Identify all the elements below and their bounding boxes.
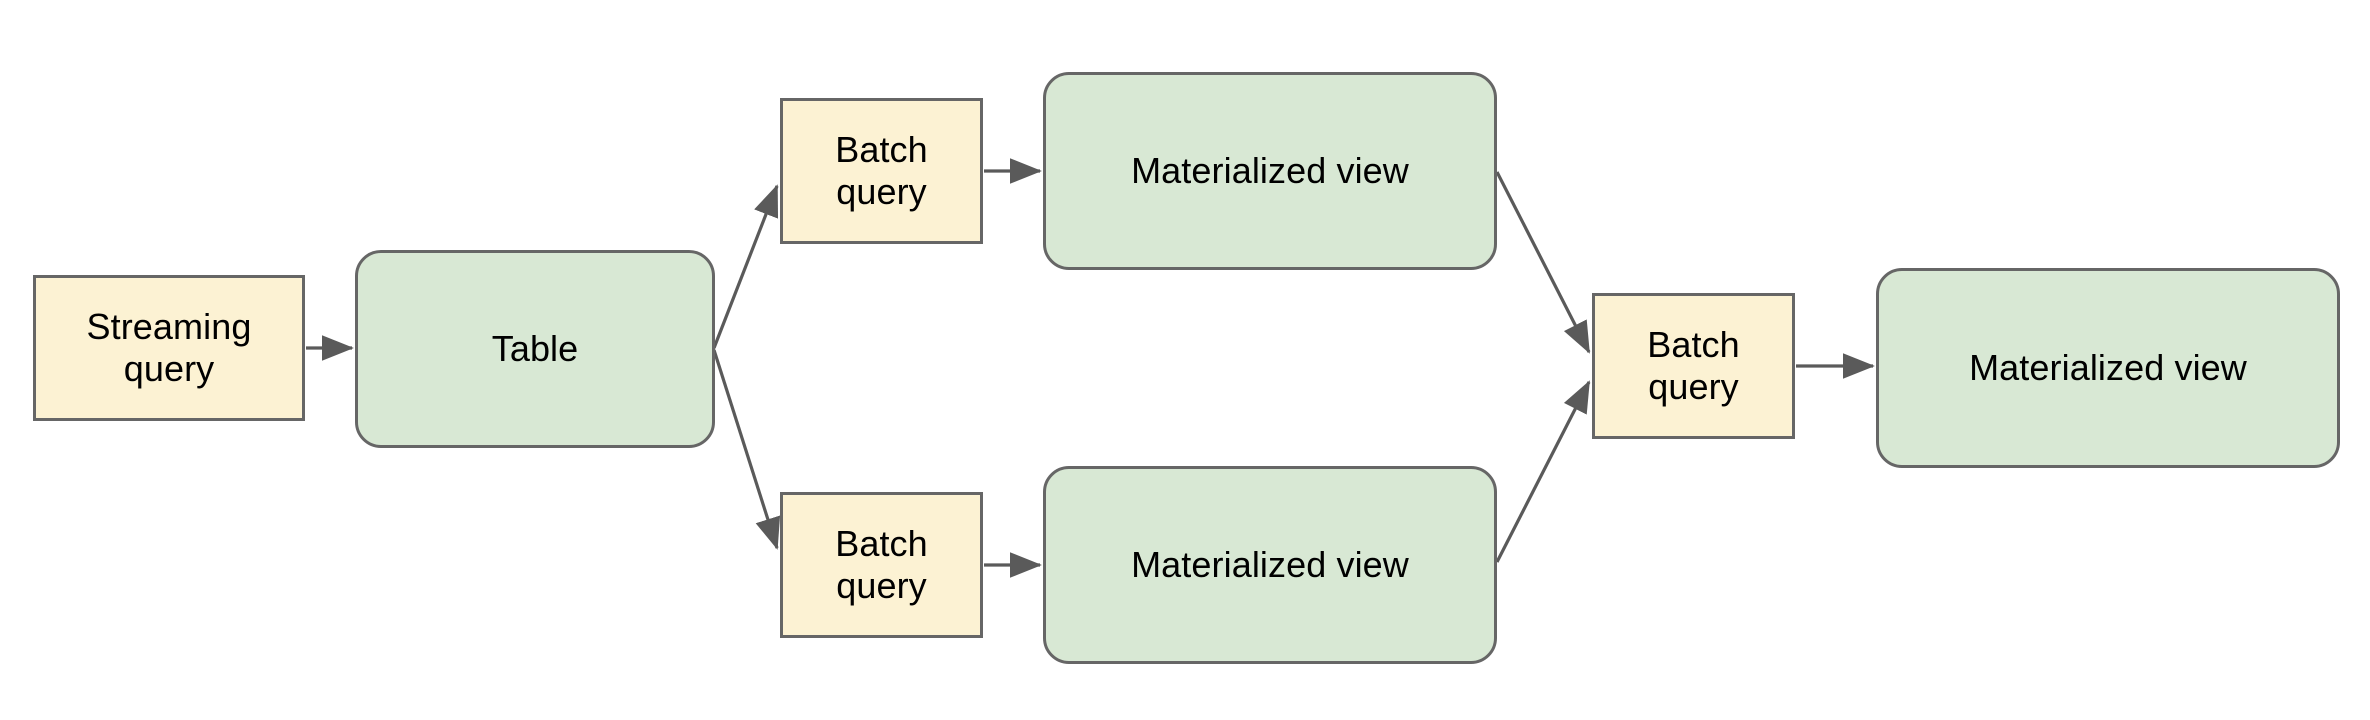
node-label: Batch query bbox=[835, 128, 928, 212]
node-batch-query-bottom[interactable]: Batch query bbox=[780, 492, 983, 638]
node-label: Table bbox=[491, 327, 579, 369]
node-streaming-query[interactable]: Streaming query bbox=[33, 275, 305, 421]
node-label: Batch query bbox=[1647, 323, 1740, 407]
node-label: Streaming query bbox=[86, 305, 252, 389]
connector-table-to-batch-query-top bbox=[712, 184, 779, 349]
node-label: Batch query bbox=[835, 522, 928, 606]
node-label: Materialized view bbox=[1131, 543, 1409, 585]
node-materialized-view-top[interactable]: Materialized view bbox=[1043, 72, 1497, 270]
node-materialized-view-final[interactable]: Materialized view bbox=[1876, 268, 2340, 468]
connector-materialized-view-bottom-to-batch-query-join bbox=[1495, 380, 1591, 563]
node-materialized-view-bottom[interactable]: Materialized view bbox=[1043, 466, 1497, 664]
connector-table-to-batch-query-bottom bbox=[712, 349, 781, 550]
node-batch-query-join[interactable]: Batch query bbox=[1592, 293, 1795, 439]
node-batch-query-top[interactable]: Batch query bbox=[780, 98, 983, 244]
node-label: Materialized view bbox=[1969, 346, 2247, 388]
connector-materialized-view-top-to-batch-query-join bbox=[1495, 171, 1591, 354]
node-label: Materialized view bbox=[1131, 149, 1409, 191]
node-table[interactable]: Table bbox=[355, 250, 715, 448]
